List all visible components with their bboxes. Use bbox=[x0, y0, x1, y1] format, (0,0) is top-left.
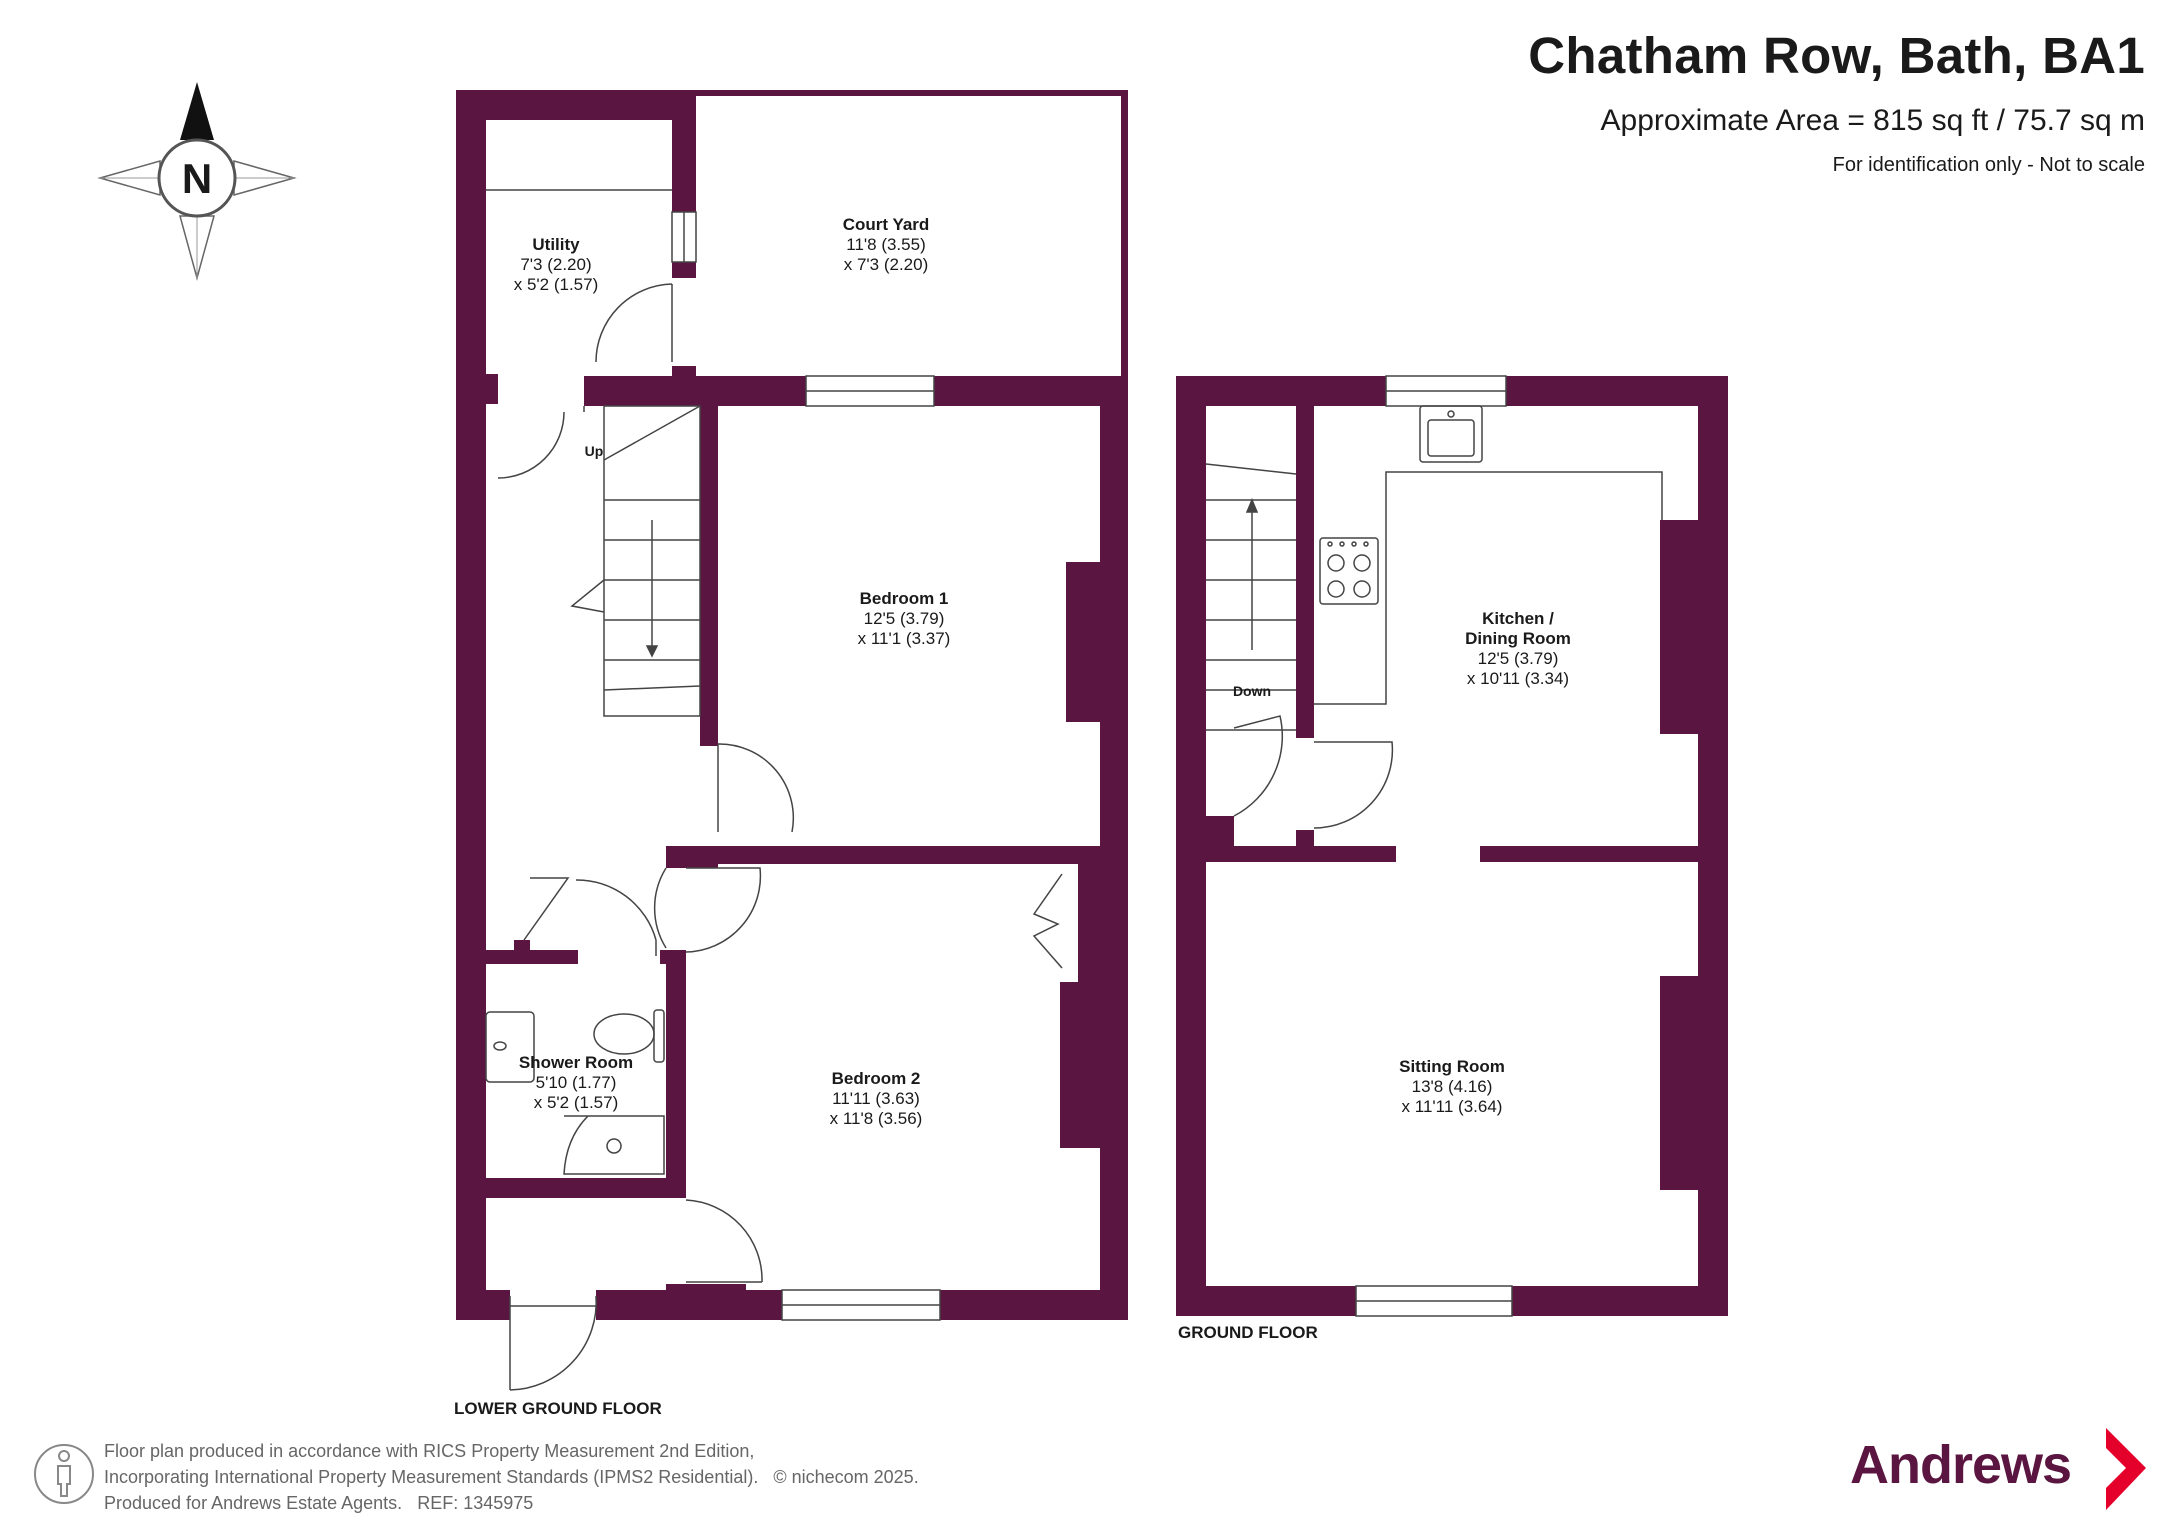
svg-text:Dining Room: Dining Room bbox=[1465, 629, 1571, 648]
room-label-utility: Utility 7'3 (2.20) x 5'2 (1.57) bbox=[514, 235, 599, 294]
svg-text:x 11'8 (3.56): x 11'8 (3.56) bbox=[830, 1109, 923, 1128]
svg-text:x 5'2 (1.57): x 5'2 (1.57) bbox=[514, 275, 599, 294]
north-compass-icon: N bbox=[97, 82, 297, 281]
room-label-bedroom-2: Bedroom 2 11'11 (3.63) x 11'8 (3.56) bbox=[830, 1069, 923, 1128]
room-label-bedroom-1: Bedroom 1 12'5 (3.79) x 11'1 (3.37) bbox=[858, 589, 951, 648]
room-label-kitchen-dining: Kitchen / Dining Room 12'5 (3.79) x 10'1… bbox=[1465, 609, 1571, 688]
ground-floor-walls bbox=[1176, 376, 1728, 1316]
svg-text:7'3 (2.20): 7'3 (2.20) bbox=[520, 255, 591, 274]
footer-copyright: © nichecom 2025. bbox=[773, 1467, 919, 1487]
disclaimer-note: For identification only - Not to scale bbox=[1832, 154, 2145, 176]
ground-floor-fixtures bbox=[1205, 375, 1663, 1317]
stairs-down-label: Down bbox=[1233, 683, 1271, 699]
svg-text:Court Yard: Court Yard bbox=[843, 215, 930, 234]
svg-text:x 7'3 (2.20): x 7'3 (2.20) bbox=[844, 255, 929, 274]
svg-text:Bedroom 2: Bedroom 2 bbox=[832, 1069, 921, 1088]
svg-text:x 11'1 (3.37): x 11'1 (3.37) bbox=[858, 629, 951, 648]
andrews-arrow-icon bbox=[2106, 1428, 2146, 1510]
lower-ground-fixtures bbox=[485, 189, 1063, 1391]
svg-text:12'5 (3.79): 12'5 (3.79) bbox=[864, 609, 945, 628]
room-label-court-yard: Court Yard 11'8 (3.55) x 7'3 (2.20) bbox=[843, 215, 930, 274]
floor-label-ground: GROUND FLOOR bbox=[1178, 1323, 1318, 1342]
stairs-up-label: Up bbox=[585, 443, 604, 459]
footer-text: Floor plan produced in accordance with R… bbox=[104, 1438, 919, 1516]
approximate-area: Approximate Area = 815 sq ft / 75.7 sq m bbox=[1600, 104, 2145, 137]
person-icon bbox=[34, 1444, 94, 1504]
svg-text:x 10'11 (3.34): x 10'11 (3.34) bbox=[1467, 669, 1569, 688]
svg-text:x 11'11 (3.64): x 11'11 (3.64) bbox=[1402, 1097, 1503, 1116]
svg-text:11'11 (3.63): 11'11 (3.63) bbox=[832, 1089, 920, 1108]
footer-line-3: Produced for Andrews Estate Agents. bbox=[104, 1493, 403, 1513]
compass-letter: N bbox=[182, 155, 212, 202]
footer-ref: REF: 1345975 bbox=[417, 1493, 534, 1513]
room-label-shower-room: Shower Room 5'10 (1.77) x 5'2 (1.57) bbox=[519, 1053, 633, 1112]
svg-text:13'8 (4.16): 13'8 (4.16) bbox=[1412, 1077, 1493, 1096]
page-title: Chatham Row, Bath, BA1 bbox=[1528, 27, 2145, 84]
lower-ground-walls bbox=[456, 90, 1128, 1320]
footer-line-2-wrap: Incorporating International Property Mea… bbox=[104, 1464, 919, 1490]
room-label-sitting-room: Sitting Room 13'8 (4.16) x 11'11 (3.64) bbox=[1399, 1057, 1505, 1116]
floor-label-lower-ground: LOWER GROUND FLOOR bbox=[454, 1399, 662, 1418]
svg-text:Shower Room: Shower Room bbox=[519, 1053, 633, 1072]
svg-text:11'8 (3.55): 11'8 (3.55) bbox=[846, 235, 925, 254]
svg-text:x 5'2 (1.57): x 5'2 (1.57) bbox=[534, 1093, 619, 1112]
brand-logo: Andrews bbox=[1850, 1435, 2072, 1495]
footer-line-2: Incorporating International Property Mea… bbox=[104, 1467, 759, 1487]
svg-text:Utility: Utility bbox=[532, 235, 580, 254]
svg-text:Bedroom 1: Bedroom 1 bbox=[860, 589, 949, 608]
svg-text:5'10 (1.77): 5'10 (1.77) bbox=[536, 1073, 617, 1092]
footer-line-1: Floor plan produced in accordance with R… bbox=[104, 1441, 755, 1461]
svg-text:12'5 (3.79): 12'5 (3.79) bbox=[1478, 649, 1559, 668]
svg-text:Kitchen /: Kitchen / bbox=[1482, 609, 1554, 628]
footer-line-3-wrap: Produced for Andrews Estate Agents. REF:… bbox=[104, 1490, 919, 1516]
svg-text:Sitting Room: Sitting Room bbox=[1399, 1057, 1505, 1076]
